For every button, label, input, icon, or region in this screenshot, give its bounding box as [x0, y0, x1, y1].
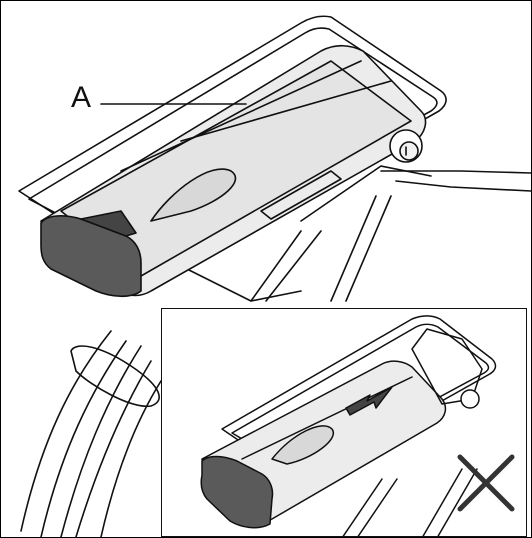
inset-incorrect-removal [161, 308, 527, 537]
callout-label-a: A [71, 81, 92, 114]
wheel-arcs [20, 330, 162, 537]
inset-direction-arrow [345, 386, 393, 416]
inset-illustration [200, 315, 515, 536]
cross-icon [457, 454, 515, 512]
strap-loop [70, 345, 160, 407]
battery-pack [40, 44, 427, 298]
